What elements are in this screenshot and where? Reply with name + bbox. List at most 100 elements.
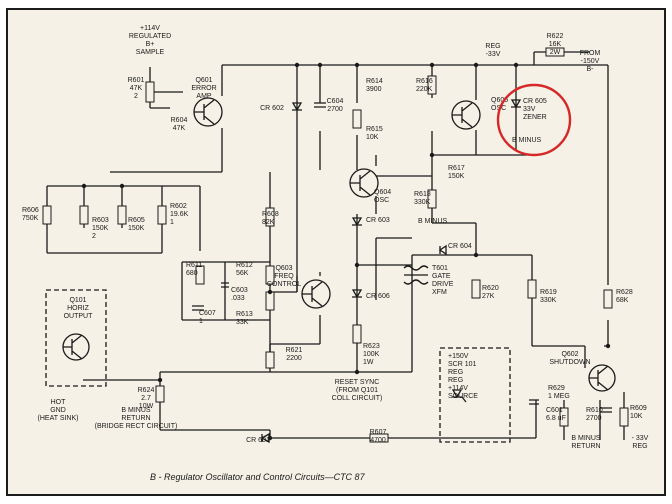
r620-label: R620 — [482, 285, 499, 292]
r605-label: 150K — [128, 225, 145, 232]
r624-label: 10W — [139, 403, 154, 410]
r623-label: R623 — [363, 343, 380, 350]
reg33-label: REG — [485, 43, 500, 50]
figure-caption: B - Regulator Oscillator and Control Cir… — [150, 472, 366, 482]
c604-label: 2700 — [327, 106, 343, 113]
q101-label: Q101 — [69, 297, 86, 304]
reg33-label: -33V — [486, 51, 501, 58]
t601-label: GATE — [432, 273, 451, 280]
r622-label: 2W — [550, 49, 561, 56]
t601-label: T601 — [432, 265, 448, 272]
r603-label: 150K — [92, 225, 109, 232]
r606-label: R606 — [22, 207, 39, 214]
b-sample-label: B+ — [146, 41, 155, 48]
hotgnd-label: (HEAT SINK) — [38, 415, 79, 422]
bret-label: B MINUS — [121, 407, 151, 414]
cr604-label: CR 604 — [448, 243, 472, 250]
bminus-mid-label: B MINUS — [418, 218, 448, 225]
reg33b-label: REG — [632, 443, 647, 450]
r609-label: 10K — [630, 413, 643, 420]
r608-label: R608 — [262, 211, 279, 218]
q602-label: SHUTDOWN — [549, 359, 590, 366]
q604-label: Q604 — [374, 189, 391, 196]
bret-label: RETURN — [121, 415, 150, 422]
cr601-label: CR 601 — [246, 437, 270, 444]
r610-label: 2700 — [586, 415, 602, 422]
scr-label: +114V — [448, 385, 468, 392]
from150-label: -150V — [581, 58, 600, 65]
r624-label: 2.7 — [141, 395, 151, 402]
from150-label: B- — [587, 66, 595, 73]
r617-label: R617 — [448, 165, 465, 172]
hotgnd-label: HOT — [51, 399, 67, 406]
r602-label: 1 — [170, 219, 174, 226]
r623-label: 1W — [363, 359, 374, 366]
c604-label: C604 — [327, 98, 344, 105]
r613-label: R613 — [236, 311, 253, 318]
r624-label: R624 — [138, 387, 155, 394]
scr-label: REG — [448, 377, 463, 384]
r618-label: 330K — [414, 199, 431, 206]
r602-label: 19.6K — [170, 211, 189, 218]
r619-label: R619 — [540, 289, 557, 296]
r610-label: R610 — [586, 407, 603, 414]
r614-label: R614 — [366, 78, 383, 85]
r603-label: 2 — [92, 233, 96, 240]
q601-label: Q601 — [195, 77, 212, 84]
reset-label: COLL CIRCUIT) — [332, 395, 383, 402]
q601-label: AMP — [196, 93, 212, 100]
r605-label: R605 — [128, 217, 145, 224]
reset-label: (FROM Q101 — [336, 387, 378, 394]
q604-label: OSC — [374, 197, 389, 204]
r621-label: 2200 — [286, 355, 302, 362]
r622-label: R622 — [547, 33, 564, 40]
bret-label: (BRIDGE RECT CIRCUIT) — [95, 423, 178, 430]
r601-label: 47K — [130, 85, 143, 92]
t601-label: XFM — [432, 289, 447, 296]
q603-label: FREQ — [274, 273, 294, 280]
cr602-label: CR 602 — [260, 105, 284, 112]
c607-label: 1 — [199, 318, 203, 325]
bret2-label: B MINUS — [571, 435, 601, 442]
r620-label: 27K — [482, 293, 495, 300]
r629-label: R629 — [548, 385, 565, 392]
c607-label: C607 — [199, 310, 216, 317]
q601-label: ERROR — [191, 85, 216, 92]
r629-label: 1 MEG — [548, 393, 570, 400]
r603-label: R603 — [92, 217, 109, 224]
r617-label: 150K — [448, 173, 465, 180]
r619-label: 330K — [540, 297, 557, 304]
r615-label: R615 — [366, 126, 383, 133]
q603-label: CONTROL — [267, 281, 301, 288]
r618-label: R618 — [414, 191, 431, 198]
q101-label: HORIZ — [67, 305, 90, 312]
r601-label: R601 — [128, 77, 145, 84]
r611-label: 680 — [186, 270, 198, 277]
reg33b-label: - 33V — [632, 435, 649, 442]
r616-label: 220K — [416, 86, 433, 93]
b-sample-label: REGULATED — [129, 33, 171, 40]
q602-label: Q602 — [561, 351, 578, 358]
from150-label: FROM — [580, 50, 601, 57]
r602-label: R602 — [170, 203, 187, 210]
cr603-label: CR 603 — [366, 217, 390, 224]
r607-label: R607 — [370, 429, 387, 436]
r609-label: R609 — [630, 405, 647, 412]
scr-label: +150V — [448, 353, 469, 360]
r628-label: 68K — [616, 297, 629, 304]
scr-label: SCR 101 — [448, 361, 477, 368]
r616-label: R616 — [416, 78, 433, 85]
r615-label: 10K — [366, 134, 379, 141]
reset-label: RESET SYNC — [335, 379, 380, 386]
bret2-label: RETURN — [571, 443, 600, 450]
r614-label: 3900 — [366, 86, 382, 93]
r601-label: 2 — [134, 93, 138, 100]
r612-label: R612 — [236, 262, 253, 269]
r606-label: 750K — [22, 215, 39, 222]
r604-label: R604 — [171, 117, 188, 124]
r608-label: 82K — [262, 219, 275, 226]
c603-label: C603 — [231, 287, 248, 294]
